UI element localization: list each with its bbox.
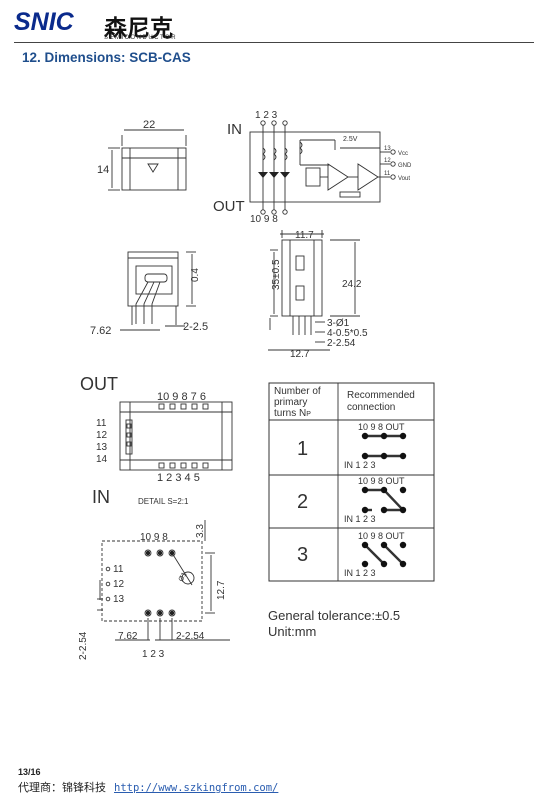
detail-view [97,520,230,641]
turns-row-3: 3 [297,544,308,566]
row1-top-label: 10 9 8 OUT [358,422,405,432]
footer: 代理商：锦锋科技 http://www.szkingfrom.com/ [18,779,278,795]
detail-dim-12-7: 12.7 [216,580,227,600]
row3-bottom-label: IN 1 2 3 [344,568,376,578]
bottom-out-label: OUT [80,374,118,394]
detail-dim-3-3: 3.3 [195,524,206,538]
row1-bottom-label: IN 1 2 3 [344,460,376,470]
general-tolerance: General tolerance:±0.5 [268,608,400,623]
detail-pins-top: 10 9 8 [140,532,168,543]
bottom-in-label: IN [92,487,110,507]
dim-2-254: 2-2.54 [327,338,356,349]
dim-3-phi1: 3-Ø1 [327,318,350,329]
bottom-pins-bottom: 1 2 3 4 5 [157,472,200,484]
pin-11-name: Vout [398,176,410,182]
pin-11-num: 11 [384,171,391,177]
website-link[interactable]: http://www.szkingfrom.com/ [114,782,279,794]
table-col1-header-line3: turns NP [274,408,311,419]
front-view [108,129,187,191]
dim-height: 14 [97,164,109,176]
dim-0-4: 0.4 [190,268,201,282]
bottom-pin-11: 11 [96,418,107,429]
table-col2-header-line1: Recommended [347,390,415,401]
detail-dim-phi: Ø1 [178,571,189,583]
detail-dim-2-254-vertical: 2-2.54 [78,631,89,660]
section-title: 12. Dimensions: SCB-CAS [22,50,191,65]
bottom-view [119,401,233,471]
schematic-in-label: IN [227,121,242,138]
dim-4-05: 4-0.5*0.5 [327,328,368,339]
bottom-pin-13: 13 [96,442,108,453]
table-col1-header-line1: Number of [274,386,321,397]
bottom-pin-12: 12 [96,430,108,441]
table-col1-header-line2: primary [274,397,307,408]
bottom-pins-top: 10 9 8 7 6 [157,391,206,403]
schematic-pins-top: 1 2 3 [255,110,278,121]
turns-row-1: 1 [297,438,308,460]
turns-row-2: 2 [297,491,308,513]
dim-width: 22 [143,119,155,131]
connection-row-3 [364,544,404,565]
schematic [249,120,396,215]
table-col2-header-line2: connection [347,402,395,413]
logo-cn-text: 森尼克 [104,16,173,42]
dim-12-7: 12.7 [290,349,310,360]
page-number: 13/16 [18,767,41,777]
detail-dim-7-62: 7.62 [118,631,138,642]
company-logo: SNIC 森尼克 SEMICONDUCTOR [14,8,194,44]
dim-35: 35±0.5 [271,259,282,290]
dim-2-2-5: 2-2.5 [183,321,208,333]
pin-13-num: 13 [384,146,391,152]
logo-subtitle: SEMICONDUCTOR [104,35,178,41]
row2-bottom-label: IN 1 2 3 [344,514,376,524]
schematic-pins-bottom: 10 9 8 [250,214,278,225]
header-divider [14,42,534,43]
detail-dim-2-254: 2-2.54 [176,631,205,642]
side-view [120,251,196,331]
detail-pin-11: 11 [113,564,124,575]
pin-13-name: Vcc [398,151,408,157]
unit-label: Unit:mm [268,624,316,639]
dim-24-2: 24.2 [342,279,362,290]
detail-label: DETAIL S=2:1 [138,497,189,506]
pin-12-num: 12 [384,158,391,164]
logo-text: SNIC [14,8,74,36]
connection-table [268,382,435,582]
connection-dots [361,432,407,568]
detail-pin-13: 13 [113,594,125,605]
pin-12-name: GND [398,163,412,169]
detail-pins-bottom: 1 2 3 [142,649,165,660]
detail-pin-12: 12 [113,579,125,590]
row3-top-label: 10 9 8 OUT [358,531,405,541]
row2-top-label: 10 9 8 OUT [358,476,405,486]
schematic-out-label: OUT [213,198,245,215]
bottom-pin-14: 14 [96,454,108,465]
dim-11-7: 11.7 [295,230,314,241]
dim-7-62: 7.62 [90,325,111,337]
schematic-supply: 2.5V [343,136,358,143]
front-right-view [268,230,360,351]
agent-text: 代理商：锦锋科技 [18,781,106,794]
